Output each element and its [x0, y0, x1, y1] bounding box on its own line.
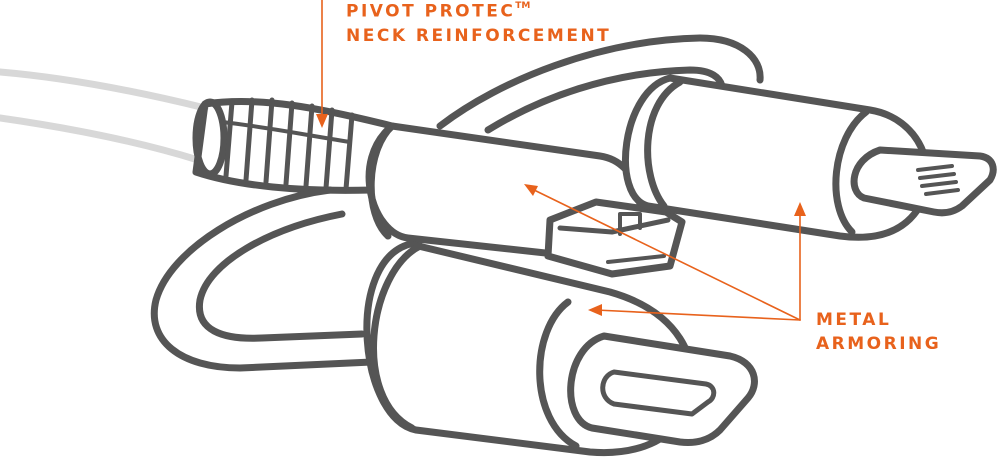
pivot-arrowhead [316, 114, 328, 128]
pivot-protec-line2: NECK REINFORCEMENT [346, 25, 612, 46]
cable [0, 68, 209, 164]
metal-leader-usbc [595, 309, 801, 321]
pivot-protec-line1: PIVOT PROTECTM [346, 1, 531, 22]
metal-armoring-label: METAL ARMORING [816, 308, 941, 356]
usbc-arrowhead [588, 304, 602, 316]
lightning-arrowhead [794, 202, 806, 216]
callout-leaders [321, 0, 801, 321]
metal-leader-micro [529, 187, 801, 321]
trademark-mark: TM [515, 1, 531, 11]
micro-usb-connector-icon [544, 198, 686, 278]
usb-c-connector-icon [567, 332, 758, 446]
neck-reinforcement [192, 97, 396, 194]
lightning-connector-icon [850, 146, 997, 217]
tether-loop [150, 186, 376, 372]
micro-arrowhead [524, 184, 538, 196]
metal-armoring-line2: ARMORING [816, 334, 942, 354]
lightning-body [622, 74, 932, 241]
callout-arrowheads [316, 114, 806, 316]
tether-arch [436, 34, 764, 134]
metal-armoring-line1: METAL [816, 310, 892, 330]
pivot-protec-label: PIVOT PROTECTM NECK REINFORCEMENT [346, 0, 611, 48]
